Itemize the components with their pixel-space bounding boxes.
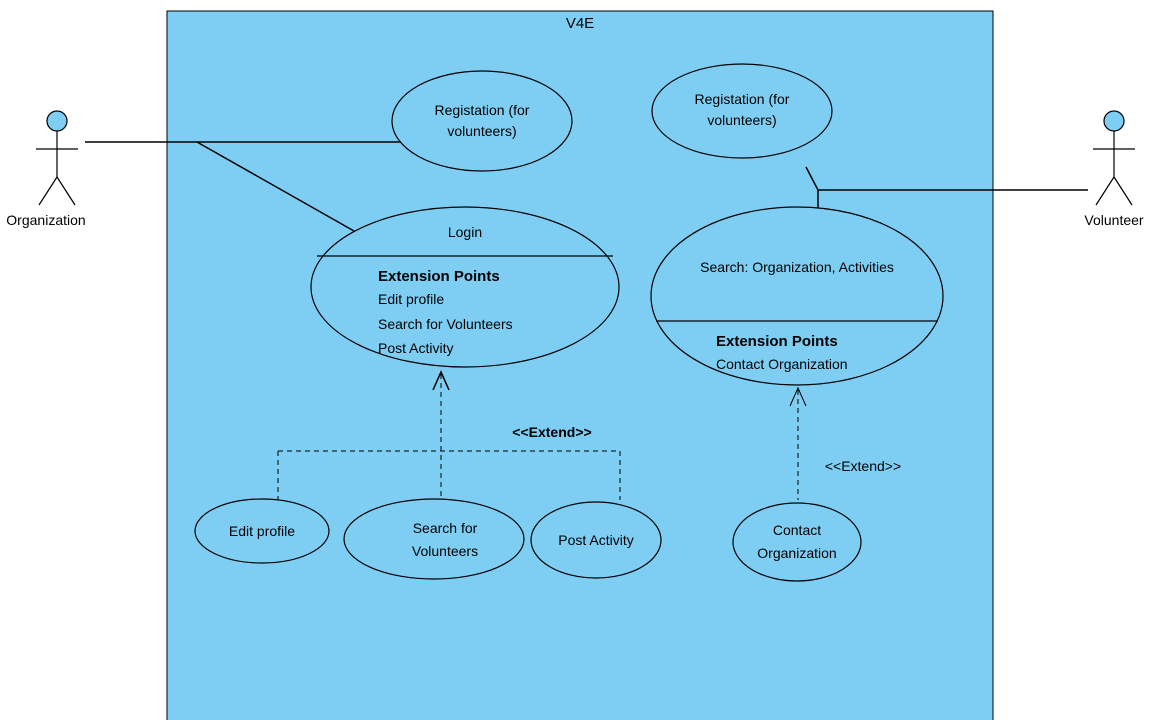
usecase-label: volunteers) [447,123,516,139]
usecase-label: volunteers) [707,112,776,128]
usecase-search-for-volunteers[interactable]: Search for Volunteers [343,498,525,580]
usecase-label: Registation (for [435,102,530,118]
login-ext-point: Edit profile [378,291,444,307]
search-ext-header: Extension Points [716,333,838,350]
usecase-registration-volunteer[interactable]: Registation (for volunteers) [651,63,833,159]
organization-name: Organization [6,212,85,228]
usecase-label: Registation (for [695,91,790,107]
usecase-contact-organization[interactable]: Contact Organization [732,502,862,582]
actor-volunteer[interactable]: Volunteer [1084,110,1144,228]
organization-head-icon [46,110,68,132]
usecase-search[interactable]: Search: Organization, Activities Extensi… [650,206,944,386]
usecase-login[interactable]: Login Extension Points Edit profile Sear… [310,206,620,368]
volunteer-name: Volunteer [1084,212,1143,228]
system-name: V4E [566,15,594,32]
login-ext-point: Search for Volunteers [378,316,513,332]
login-ext-header: Extension Points [378,268,500,285]
extend-left-arrowhead [432,370,450,391]
login-title: Login [448,224,482,240]
extend-left-connector [277,374,621,500]
usecase-label: Organization [757,545,836,561]
volunteer-head-icon [1103,110,1125,132]
actor-organization[interactable]: Organization [6,110,86,228]
extend-right-arrowhead [789,386,807,407]
extend-right-label: <<Extend>> [825,458,901,474]
search-ext-point: Contact Organization [716,356,848,372]
extend-left-label: <<Extend>> [512,424,591,440]
assoc-volunteer-registration [805,166,819,191]
search-title: Search: Organization, Activities [700,259,894,275]
usecase-label: Contact [773,522,821,538]
usecase-label: Search for [413,520,478,536]
usecase-label: Volunteers [412,543,478,559]
usecase-registration-organization[interactable]: Registation (for volunteers) [391,70,573,172]
login-ext-point: Post Activity [378,340,453,356]
assoc-organization-login [196,141,355,232]
usecase-label: Post Activity [558,532,633,548]
usecase-label: Edit profile [229,523,295,539]
usecase-post-activity[interactable]: Post Activity [530,501,662,579]
usecase-edit-profile[interactable]: Edit profile [194,498,330,564]
